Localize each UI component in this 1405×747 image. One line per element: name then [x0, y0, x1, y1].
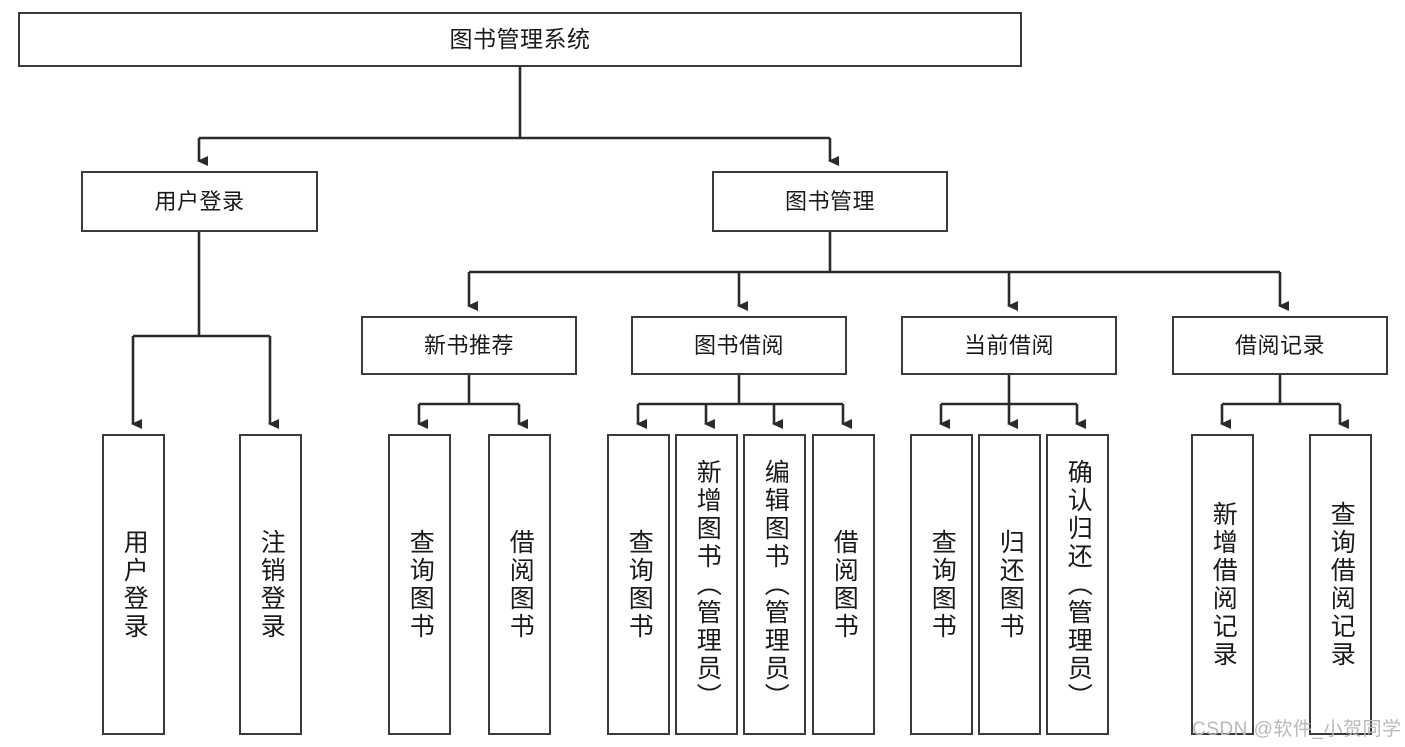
leaf-query-book-current[interactable]: 查询图书 — [910, 434, 973, 735]
node-label: 编辑图书（管理员） — [761, 458, 790, 711]
node-label: 图书管理系统 — [449, 26, 591, 53]
leaf-query-book-borrowing[interactable]: 查询图书 — [607, 434, 670, 735]
node-new-book-recommendation[interactable]: 新书推荐 — [361, 316, 577, 375]
leaf-add-borrowing-record[interactable]: 新增借阅记录 — [1191, 434, 1254, 735]
node-label: 归还图书 — [996, 528, 1025, 641]
node-label: 查询图书 — [928, 528, 957, 641]
node-borrowing-record[interactable]: 借阅记录 — [1172, 316, 1388, 375]
leaf-logout[interactable]: 注销登录 — [239, 434, 302, 735]
node-label: 借阅图书 — [506, 528, 535, 641]
node-label: 用户登录 — [120, 528, 149, 641]
node-label: 注销登录 — [257, 528, 286, 641]
leaf-user-login[interactable]: 用户登录 — [102, 434, 165, 735]
leaf-query-borrowing-record[interactable]: 查询借阅记录 — [1309, 434, 1372, 735]
leaf-confirm-return-admin[interactable]: 确认归还（管理员） — [1046, 434, 1109, 735]
leaf-return-book[interactable]: 归还图书 — [978, 434, 1041, 735]
leaf-borrow-book-newbook[interactable]: 借阅图书 — [488, 434, 551, 735]
node-book-management[interactable]: 图书管理 — [712, 171, 948, 232]
leaf-edit-book-admin[interactable]: 编辑图书（管理员） — [743, 434, 806, 735]
node-label: 查询借阅记录 — [1327, 500, 1356, 669]
node-label: 图书管理 — [784, 188, 875, 214]
node-user-login[interactable]: 用户登录 — [81, 171, 318, 232]
node-book-borrowing[interactable]: 图书借阅 — [631, 316, 847, 375]
node-label: 借阅记录 — [1234, 332, 1325, 358]
csdn-watermark: CSDN @软件_小贺同学 — [1192, 719, 1402, 740]
leaf-add-book-admin[interactable]: 新增图书（管理员） — [675, 434, 738, 735]
node-label: 当前借阅 — [963, 332, 1054, 358]
node-label: 借阅图书 — [830, 528, 859, 641]
node-label: 查询图书 — [625, 528, 654, 641]
node-label: 确认归还（管理员） — [1064, 458, 1093, 711]
node-root-book-management-system[interactable]: 图书管理系统 — [18, 12, 1022, 67]
leaf-borrow-book-borrowing[interactable]: 借阅图书 — [812, 434, 875, 735]
node-label: 查询图书 — [406, 528, 435, 641]
node-label: 新增图书（管理员） — [693, 458, 722, 711]
node-label: 新书推荐 — [423, 332, 514, 358]
node-label: 图书借阅 — [693, 332, 784, 358]
node-label: 用户登录 — [154, 188, 245, 214]
node-current-borrowing[interactable]: 当前借阅 — [901, 316, 1117, 375]
leaf-query-book-newbook[interactable]: 查询图书 — [388, 434, 451, 735]
node-label: 新增借阅记录 — [1209, 500, 1238, 669]
